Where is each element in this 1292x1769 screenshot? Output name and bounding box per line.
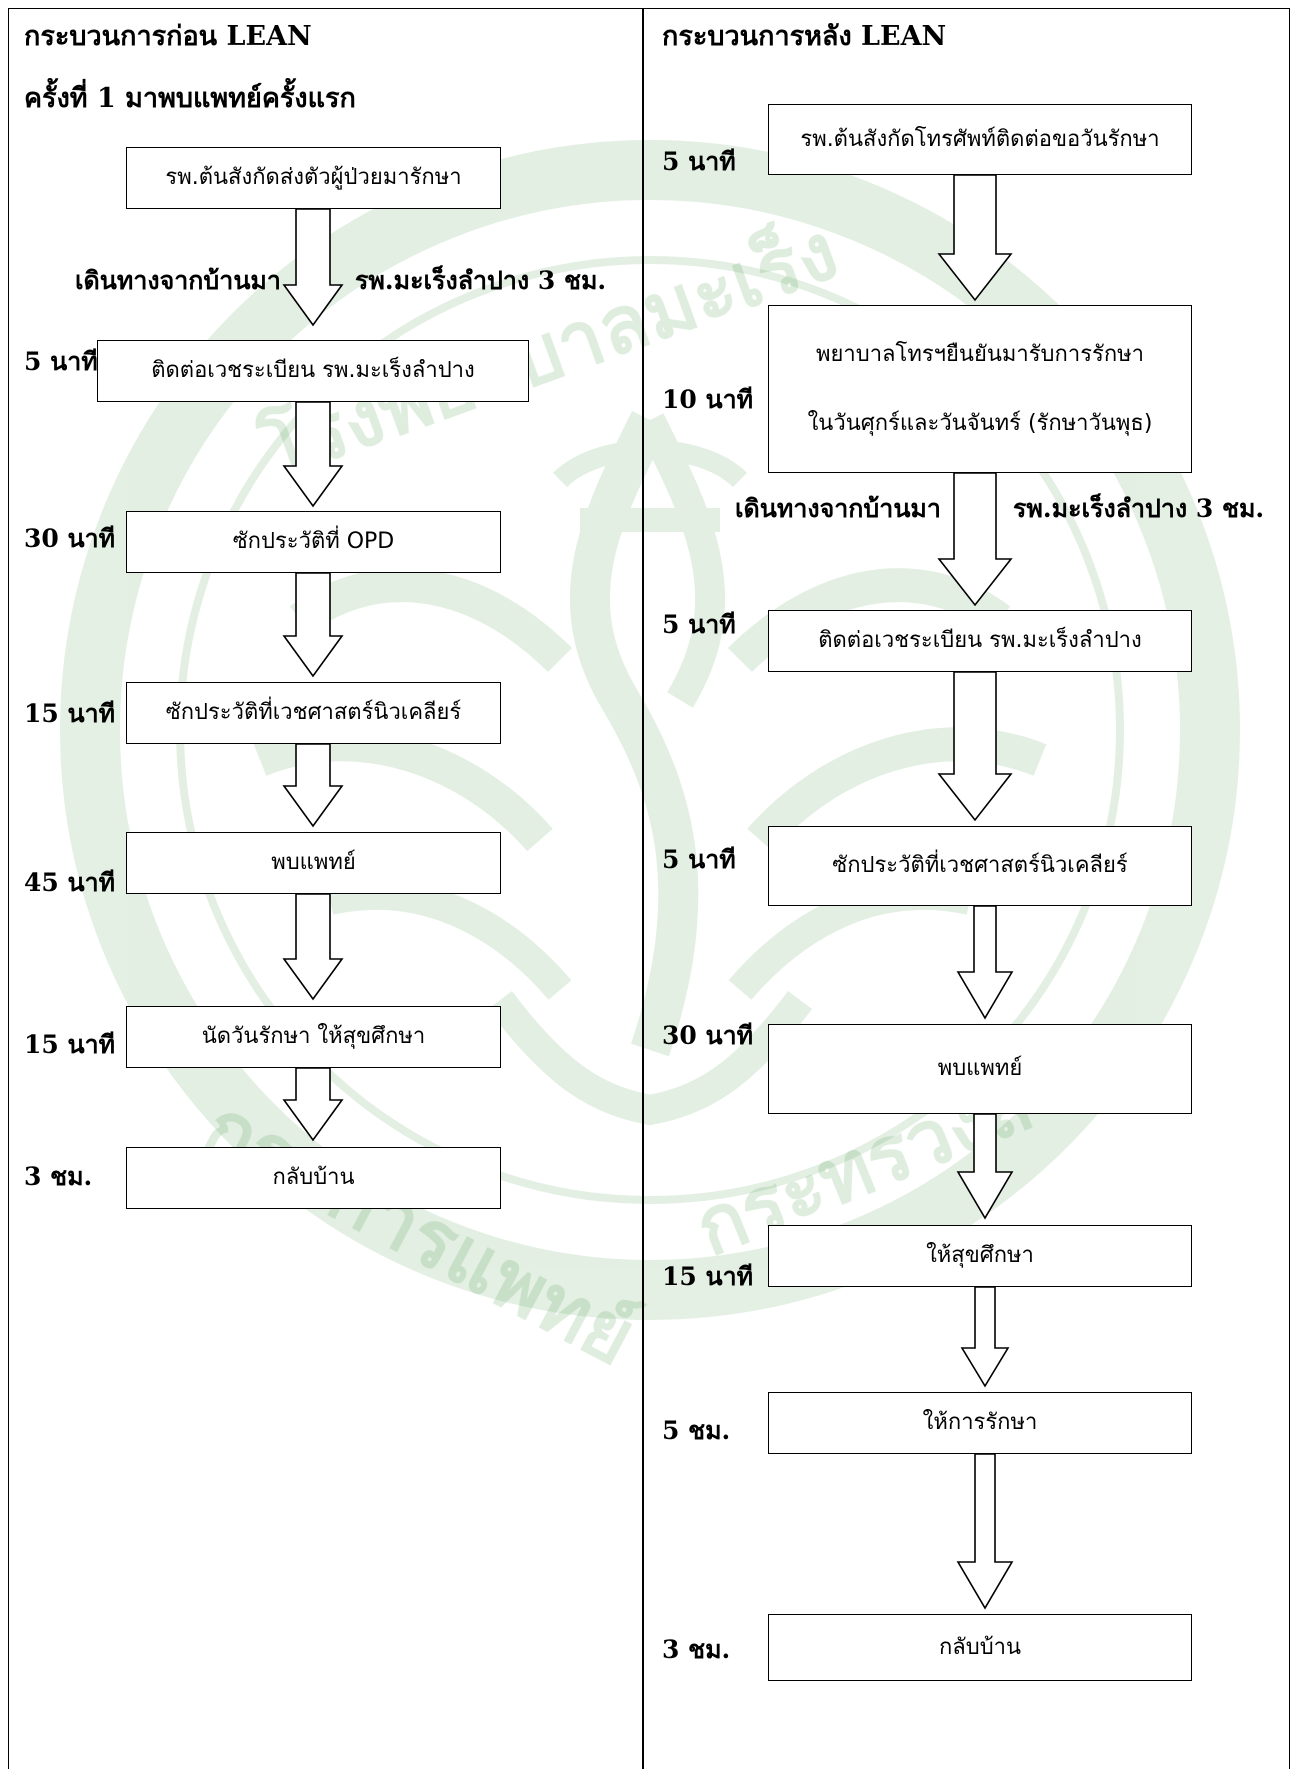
down-arrow-7 (937, 174, 1013, 302)
right-time-1: 5 นาที (662, 147, 736, 176)
left-step-1: รพ.ต้นสังกัดส่งตัวผู้ป่วยมารักษา (126, 147, 501, 209)
right-step-5: พบแพทย์ (768, 1024, 1192, 1114)
left-travel-label: เดินทางจากบ้านมา (75, 266, 281, 295)
right-travel-duration: รพ.มะเร็งลำปาง 3 ชม. (1013, 494, 1265, 523)
right-step-1: รพ.ต้นสังกัดโทรศัพท์ติดต่อขอวันรักษา (768, 104, 1192, 175)
right-step-8: กลับบ้าน (768, 1614, 1192, 1681)
right-step-6: ให้สุขศึกษา (768, 1225, 1192, 1287)
left-step-7: กลับบ้าน (126, 1147, 501, 1209)
right-time-4: 5 นาที (662, 845, 736, 874)
right-time-2: 10 นาที (662, 385, 754, 414)
left-time-6: 3 ชม. (24, 1162, 93, 1191)
left-travel-duration: รพ.มะเร็งลำปาง 3 ชม. (355, 266, 607, 295)
right-step-2-line-2: ในวันศุกร์และวันจันทร์ (รักษาวันพุธ) (807, 410, 1153, 436)
down-arrow-11 (956, 1113, 1014, 1220)
right-time-3: 5 นาที (662, 610, 736, 639)
down-arrow-2 (282, 401, 344, 508)
down-arrow-4 (282, 743, 344, 828)
left-subtitle: ครั้งที่ 1 มาพบแพทย์ครั้งแรก (24, 83, 356, 114)
down-arrow-6 (282, 1067, 344, 1142)
down-arrow-9 (937, 671, 1013, 822)
right-step-4: ซักประวัติที่เวชศาสตร์นิวเคลียร์ (768, 826, 1192, 906)
column-divider (642, 8, 644, 1769)
right-time-7: 5 ชม. (662, 1416, 731, 1445)
left-step-2: ติดต่อเวชระเบียน รพ.มะเร็งลำปาง (97, 340, 529, 402)
right-title: กระบวนการหลัง LEAN (662, 21, 947, 52)
table-frame (8, 8, 1290, 1769)
left-time-4: 45 นาที (24, 868, 116, 897)
right-step-2: พยาบาลโทรฯยืนยันมารับการรักษา ในวันศุกร์… (768, 305, 1192, 473)
left-step-6: นัดวันรักษา ให้สุขศึกษา (126, 1006, 501, 1068)
down-arrow-5 (282, 893, 344, 1001)
left-step-4: ซักประวัติที่เวชศาสตร์นิวเคลียร์ (126, 682, 501, 744)
down-arrow-12 (960, 1286, 1010, 1388)
right-travel-label: เดินทางจากบ้านมา (735, 494, 941, 523)
down-arrow-8 (937, 472, 1013, 607)
right-time-6: 15 นาที (662, 1262, 754, 1291)
right-time-5: 30 นาที (662, 1021, 754, 1050)
right-time-8: 3 ชม. (662, 1635, 731, 1664)
right-step-7: ให้การรักษา (768, 1392, 1192, 1454)
right-step-3: ติดต่อเวชระเบียน รพ.มะเร็งลำปาง (768, 610, 1192, 672)
left-title: กระบวนการก่อน LEAN (24, 21, 312, 52)
down-arrow-1 (282, 208, 344, 327)
down-arrow-13 (956, 1453, 1014, 1610)
right-step-2-line-1: พยาบาลโทรฯยืนยันมารับการรักษา (815, 341, 1144, 367)
left-step-5: พบแพทย์ (126, 832, 501, 894)
left-time-5: 15 นาที (24, 1030, 116, 1059)
down-arrow-3 (282, 572, 344, 678)
left-time-1: 5 นาที (24, 347, 98, 376)
down-arrow-10 (956, 905, 1014, 1020)
left-time-2: 30 นาที (24, 524, 116, 553)
left-step-3: ซักประวัติที่ OPD (126, 511, 501, 573)
left-time-3: 15 นาที (24, 699, 116, 728)
